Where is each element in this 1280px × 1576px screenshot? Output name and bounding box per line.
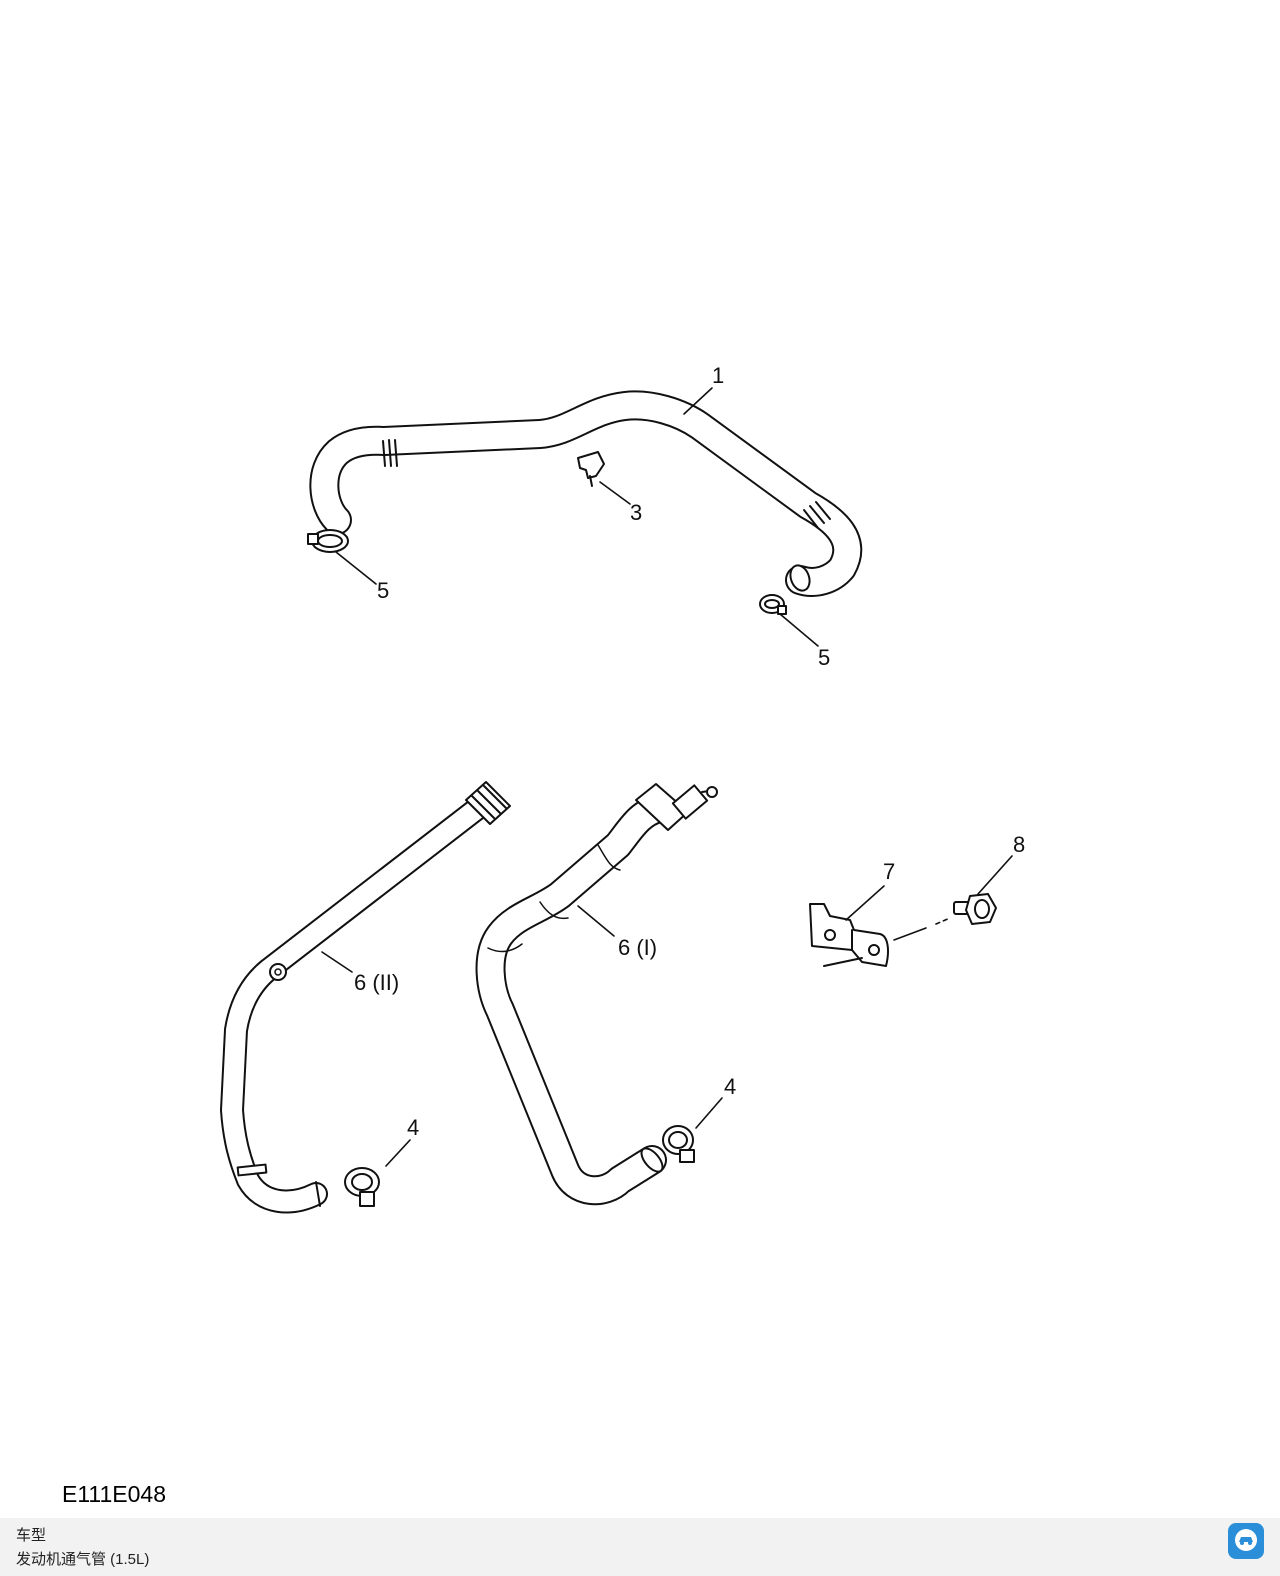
clip-part-3 [577, 451, 605, 487]
callout-6-i: 6 (I) [618, 935, 658, 960]
car-service-app-icon[interactable] [1228, 1523, 1264, 1559]
hose-part-1 [309, 390, 863, 597]
callout-1: 1 [712, 363, 725, 388]
car-icon [1235, 1529, 1257, 1551]
callout-5-upper-left: 5 [377, 578, 390, 603]
pipe-part-6-ii [220, 781, 511, 1214]
pipe-part-6-i [475, 783, 718, 1206]
leader-lines [321, 387, 1013, 1167]
footer-bar: 车型 发动机通气管 (1.5L) [0, 1518, 1280, 1576]
footer-diagram-title: 发动机通气管 (1.5L) [16, 1551, 150, 1568]
callout-4-right: 4 [724, 1074, 737, 1099]
bracket-part-7 [809, 903, 889, 967]
diagram-code: E111E048 [62, 1481, 167, 1507]
callout-8: 8 [1013, 832, 1026, 857]
footer-vehicle-label: 车型 [16, 1527, 47, 1544]
callout-4-left: 4 [407, 1115, 420, 1140]
clamp-part-4-right [662, 1125, 695, 1163]
callout-5-upper-right: 5 [818, 645, 831, 670]
clamp-part-5-right [759, 594, 787, 615]
bolt-part-8 [953, 893, 997, 925]
clamp-part-5-left [307, 529, 349, 553]
callout-7: 7 [883, 859, 896, 884]
callout-6-ii: 6 (II) [354, 970, 400, 995]
clamp-part-4-left [344, 1167, 380, 1207]
callout-3: 3 [630, 500, 643, 525]
